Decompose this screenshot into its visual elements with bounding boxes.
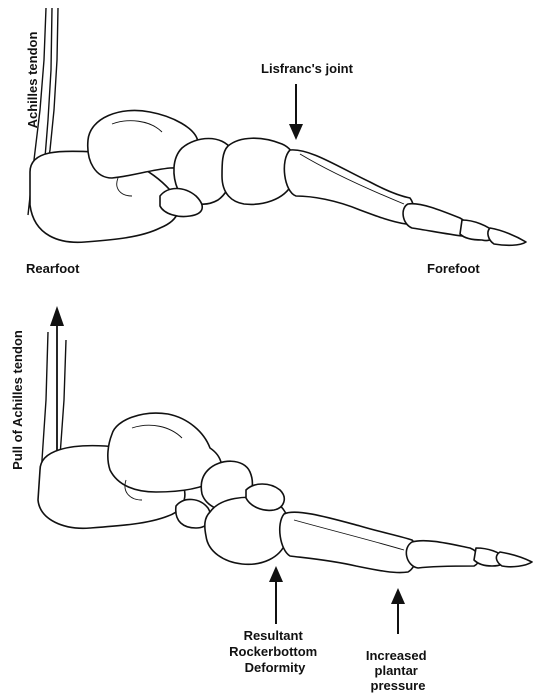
metatarsal-bone [284,150,413,224]
proximal-phalanx-bone [406,541,479,568]
lisfranc-joint-label: Lisfranc's joint [261,61,354,76]
deformity-label: Resultant Rockerbottom Deformity [229,628,321,675]
distal-phalanx-bone [496,552,532,567]
plantar-pressure-label: Increased plantar pressure [366,648,430,693]
proximal-phalanx-bone [403,204,467,236]
metatarsal-bone [280,512,417,572]
plantar-pressure-arrow [391,588,405,634]
normal-foot-panel: Achilles tendon Lisfranc's joint [25,8,526,276]
lisfranc-joint-arrow [289,84,303,140]
distal-phalanx-bone [488,228,526,245]
forefoot-label: Forefoot [427,261,480,276]
pull-of-achilles-tendon-label: Pull of Achilles tendon [10,330,25,470]
achilles-tendon-label: Achilles tendon [25,32,40,129]
normal-foot-bones [30,110,526,245]
deformed-foot-bones [38,413,532,572]
deformity-arrow [269,566,283,624]
rearfoot-label: Rearfoot [26,261,80,276]
rockerbottom-foot-panel: Pull of Achilles tendon [10,306,532,693]
